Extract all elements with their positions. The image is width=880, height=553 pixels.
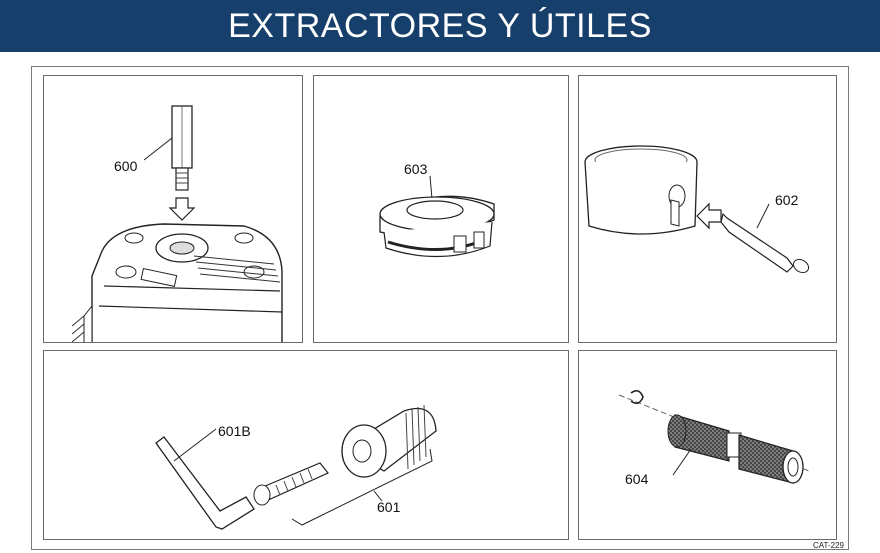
part-label-604: 604 bbox=[625, 471, 649, 487]
illustration-ring-tool bbox=[379, 175, 495, 258]
page-title: EXTRACTORES Y ÚTILES bbox=[228, 6, 652, 45]
catalog-code: CAT-229 bbox=[813, 541, 844, 550]
illustration-extractor-set bbox=[155, 404, 437, 530]
panel-tool-604: 604 bbox=[578, 350, 837, 540]
page-header: EXTRACTORES Y ÚTILES bbox=[0, 0, 880, 52]
catalog-frame bbox=[31, 66, 849, 550]
panel-tool-602: 602 bbox=[578, 75, 837, 343]
part-label-600: 600 bbox=[114, 158, 138, 174]
part-label-603: 603 bbox=[404, 161, 428, 177]
part-label-602: 602 bbox=[775, 192, 799, 208]
illustration-piston-tool bbox=[584, 145, 810, 274]
panel-tool-600: 600 bbox=[43, 75, 303, 343]
part-label-601: 601 bbox=[377, 499, 401, 515]
panel-tool-603: 603 bbox=[313, 75, 569, 343]
panel-tool-601: 601B 601 bbox=[43, 350, 569, 540]
part-label-601b: 601B bbox=[218, 423, 251, 439]
illustration-cylinder-head bbox=[71, 105, 283, 342]
illustration-knurled-tool bbox=[618, 389, 810, 484]
